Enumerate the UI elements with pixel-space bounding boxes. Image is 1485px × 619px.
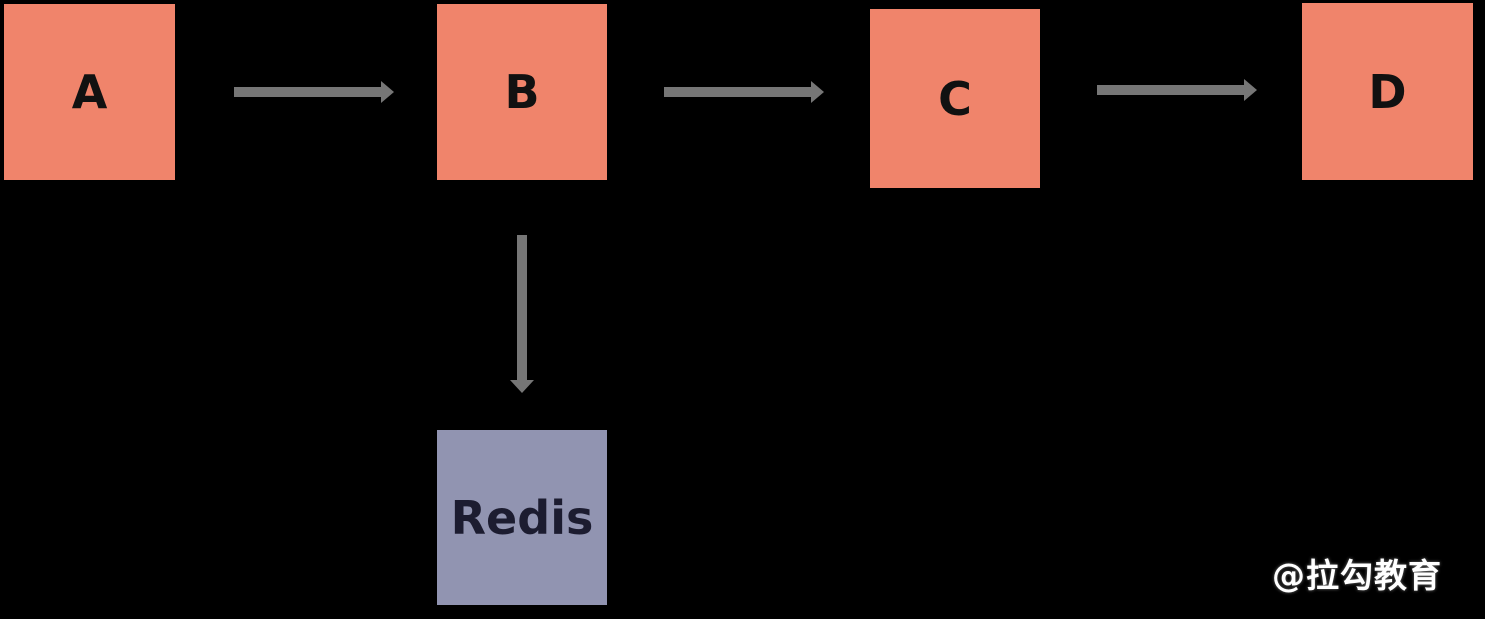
arrow-b-to-c [664, 81, 824, 103]
arrow-shaft [517, 235, 527, 380]
arrow-shaft [234, 87, 381, 97]
node-b-label: B [504, 65, 540, 119]
node-c: C [870, 9, 1040, 188]
arrowhead-right-icon [811, 81, 824, 103]
arrow-c-to-d [1097, 79, 1257, 101]
arrow-shaft [1097, 85, 1244, 95]
watermark: @拉勾教育 [1272, 556, 1442, 595]
node-redis: Redis [437, 430, 607, 605]
node-d-label: D [1368, 64, 1407, 119]
arrow-b-to-redis [510, 235, 534, 393]
arrowhead-right-icon [1244, 79, 1257, 101]
node-b: B [437, 4, 607, 180]
node-redis-label: Redis [450, 490, 594, 545]
arrow-shaft [664, 87, 811, 97]
arrowhead-down-icon [510, 380, 534, 393]
arrow-a-to-b [234, 81, 394, 103]
node-a: A [4, 4, 175, 180]
node-d: D [1302, 3, 1473, 180]
node-c-label: C [938, 71, 972, 126]
arrowhead-right-icon [381, 81, 394, 103]
node-a-label: A [71, 65, 108, 119]
